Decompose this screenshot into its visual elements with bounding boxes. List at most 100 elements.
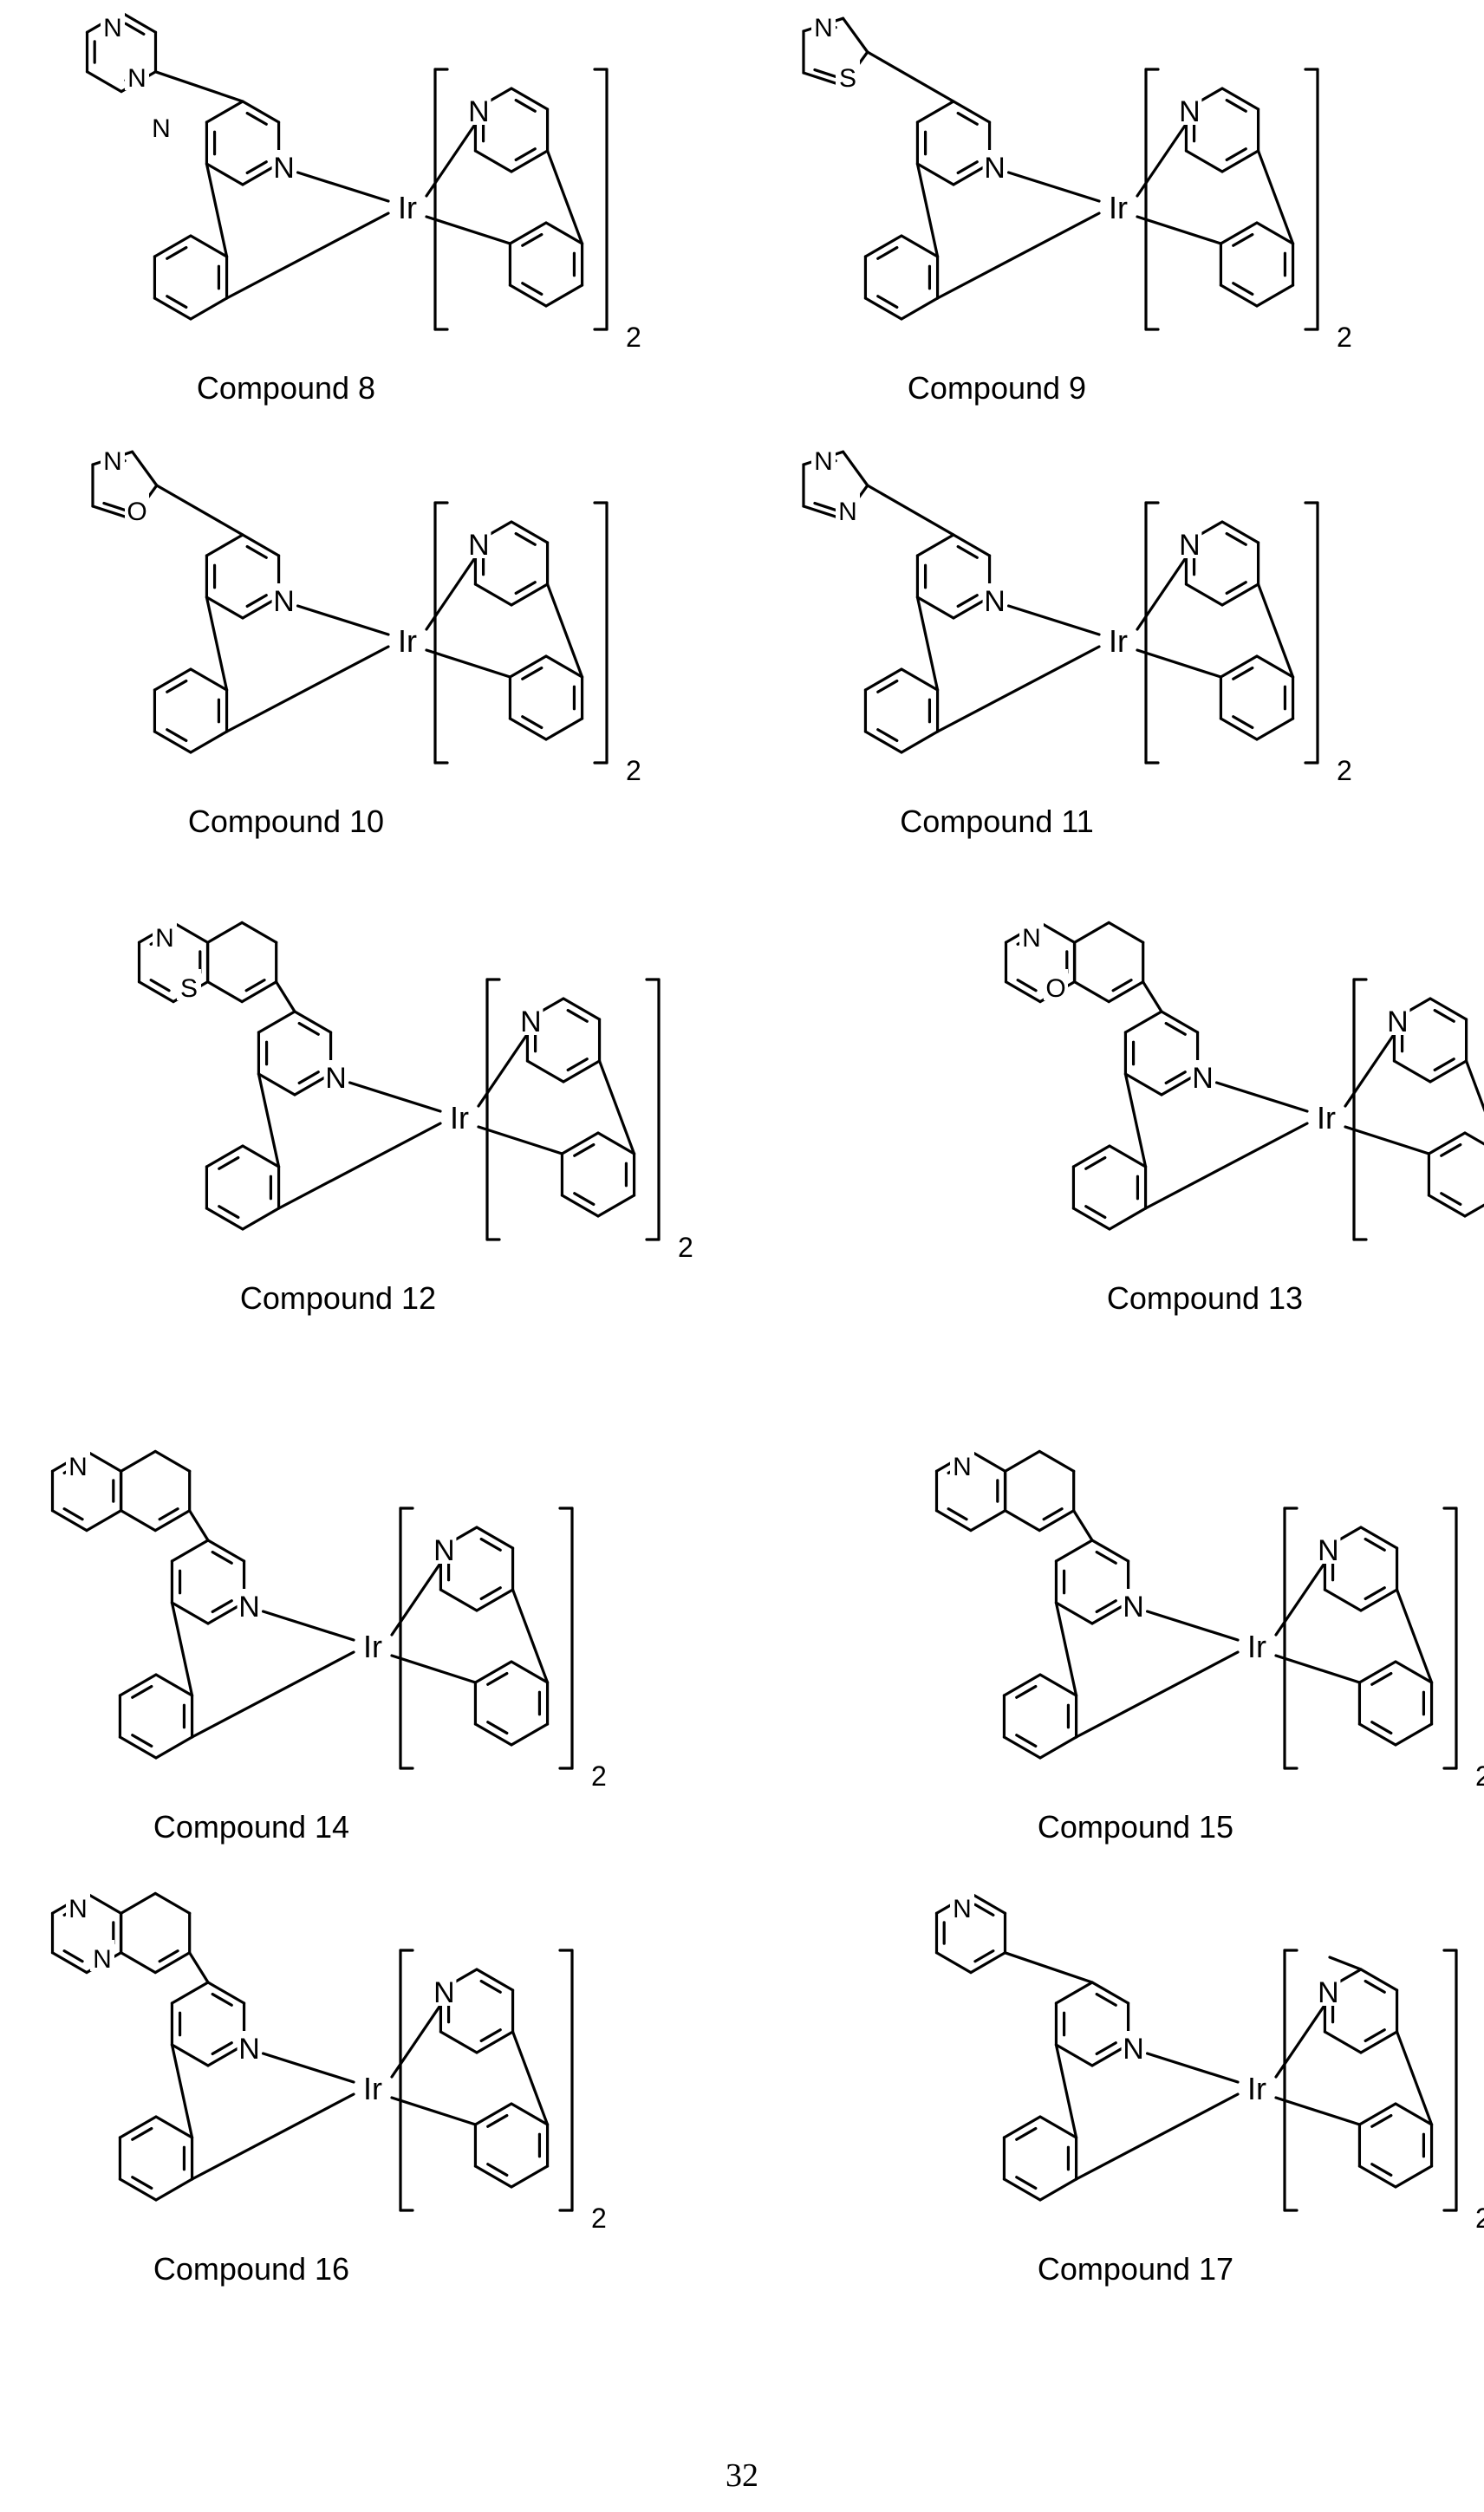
ligand-count-subscript: 2 <box>626 322 641 353</box>
substituent-n-atom: N <box>127 64 146 93</box>
ligand-n-atom: N <box>433 1534 455 1567</box>
compound-label: Compound 12 <box>240 1280 436 1316</box>
iridium-atom: Ir <box>1109 190 1128 225</box>
ligand-count-subscript: 2 <box>591 1760 607 1792</box>
page-number: 32 <box>726 2457 758 2494</box>
compound-10-structure: NNIr2NOCompound 10 <box>93 442 641 839</box>
central-pyridine-ring <box>206 101 278 185</box>
compound-label: Compound 11 <box>900 804 1094 839</box>
iridium-atom: Ir <box>363 1629 382 1664</box>
central-pyridine-ring <box>1056 1982 1128 2066</box>
ligand-n-atom: N <box>1318 1976 1339 2009</box>
ligand-phenyl-ring <box>1220 656 1292 739</box>
compound-label: Compound 15 <box>1038 1809 1233 1845</box>
compound-9-structure: NNIr2NSCompound 9 <box>804 9 1352 406</box>
ligand-n-atom: N <box>1318 1534 1339 1567</box>
compound-label: Compound 16 <box>153 2251 349 2287</box>
ligand-phenyl-ring <box>1220 223 1292 306</box>
phenyl-ring <box>206 1146 278 1229</box>
ligand-n-atom: N <box>433 1976 455 2009</box>
ligand-phenyl-ring <box>475 2104 547 2187</box>
ligand-count-subscript: 2 <box>678 1232 693 1263</box>
phenyl-ring <box>1004 1675 1076 1758</box>
central-pyridine-ring <box>172 1540 244 1624</box>
c-ir-bond <box>192 2094 354 2179</box>
substituent-n-atom: N <box>155 924 174 953</box>
central-pyridine-ring <box>258 1012 330 1095</box>
phenyl-ring <box>1004 2117 1076 2200</box>
pyridine-n-atom: N <box>238 2033 260 2066</box>
c-ir-bond <box>1146 1123 1307 1208</box>
ligand-n-atom: N <box>468 95 490 128</box>
ligand-n-atom: N <box>468 529 490 562</box>
substituent-n-atom: N <box>814 447 833 476</box>
fused-ring-b <box>1075 922 1143 1001</box>
substituent-o-atom: O <box>127 498 146 526</box>
compound-11-structure: NNIr2NNCompound 11 <box>804 442 1352 839</box>
iridium-atom: Ir <box>1317 1100 1336 1136</box>
compound-12-structure: N N Ir 2 NS Compound 12 <box>140 919 693 1316</box>
substituent-n-atom: N <box>152 114 171 143</box>
compound-label: Compound 17 <box>1038 2251 1233 2287</box>
compound-label: Compound 8 <box>197 370 375 406</box>
c-ir-bond <box>938 213 1099 298</box>
substituent-oxazol-2-yl: NO <box>93 442 243 535</box>
substituent-n-atom: N <box>953 1453 972 1481</box>
substituent-quinolin-2-yl: N <box>53 1448 208 1540</box>
n-ir-bond <box>264 2053 354 2082</box>
n-ir-bond <box>264 1611 354 1640</box>
ligand-count-subscript: 2 <box>1475 2203 1484 2234</box>
substituent-o-atom: O <box>1045 974 1065 1003</box>
iridium-atom: Ir <box>450 1100 469 1136</box>
ligand-phenyl-ring <box>562 1133 634 1216</box>
pyridine-n-atom: N <box>984 585 1006 618</box>
ligand-count-subscript: 2 <box>1337 322 1352 353</box>
central-pyridine-ring <box>917 101 989 185</box>
substituent-n-atom: N <box>838 498 857 526</box>
compound-label: Compound 13 <box>1107 1280 1303 1316</box>
pyridine-n-atom: N <box>238 1591 260 1624</box>
c-ir-bond <box>1077 1652 1238 1737</box>
compound-8-structure: NNIr2NNNCompound 8 <box>88 9 641 406</box>
pyridine-n-atom: N <box>273 585 295 618</box>
methyl-bond <box>1330 1957 1361 1969</box>
phenyl-ring <box>865 669 937 752</box>
ligand-phenyl-ring <box>1359 2104 1431 2187</box>
compound-13-structure: NNIr2NOCompound 13 <box>1006 919 1484 1316</box>
c-ir-bond <box>279 1123 440 1208</box>
iridium-atom: Ir <box>1247 2071 1266 2106</box>
central-pyridine-ring <box>917 535 989 618</box>
fused-ring-b <box>121 1451 190 1530</box>
ligand-count-subscript: 2 <box>1337 755 1352 786</box>
c-ir-bond <box>1077 2094 1238 2179</box>
pyridine-n-atom: N <box>1123 1591 1144 1624</box>
ligand-n-atom: N <box>520 1005 542 1038</box>
ligand-count-subscript: 2 <box>626 755 641 786</box>
pyridine-n-atom: N <box>984 152 1006 185</box>
ligand-n-atom: N <box>1387 1005 1409 1038</box>
phenyl-ring <box>154 236 226 319</box>
fused-ring-b <box>1006 1451 1074 1530</box>
ligand-phenyl-ring <box>1359 1662 1431 1745</box>
iridium-atom: Ir <box>363 2071 382 2106</box>
substituent-pyridin-2-yl: N <box>937 1890 1092 1982</box>
substituent-n-atom: N <box>1022 924 1041 953</box>
substituent-n-atom: N <box>68 1453 88 1481</box>
n-ir-bond <box>1217 1083 1307 1111</box>
substituent-n-atom: N <box>953 1895 972 1923</box>
n-ir-bond <box>298 606 388 635</box>
substituent-imidazol-1-yl: NN <box>804 442 954 535</box>
substituent-s-atom: S <box>839 64 856 93</box>
substituent-benzothiazol-2-yl: NS <box>140 919 295 1012</box>
substituent-triazinyl: NNN <box>88 9 243 143</box>
n-ir-bond <box>350 1083 440 1111</box>
ligand-phenyl-ring <box>510 223 582 306</box>
phenyl-ring <box>1073 1146 1145 1229</box>
central-pyridine-ring <box>206 535 278 618</box>
substituent-n-atom: N <box>103 14 122 42</box>
ligand-phenyl-ring <box>475 1662 547 1745</box>
central-pyridine-ring <box>1056 1540 1128 1624</box>
substituent-n-atom: N <box>814 14 833 42</box>
